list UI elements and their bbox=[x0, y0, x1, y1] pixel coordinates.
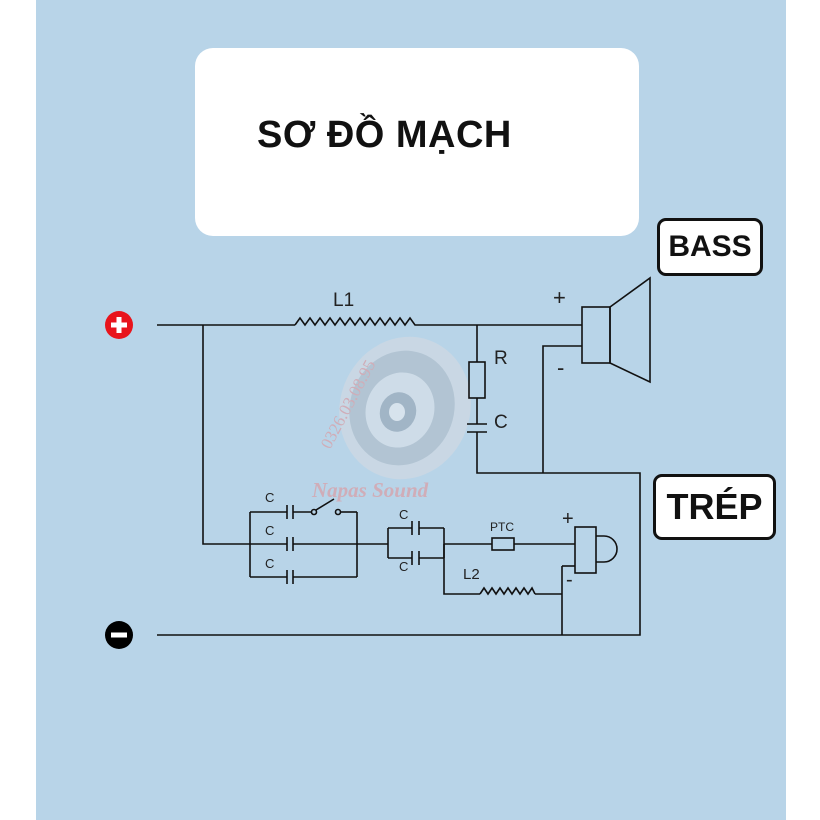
label-c4: C bbox=[399, 507, 408, 522]
capacitor-bass bbox=[467, 423, 487, 433]
bass-minus-label: - bbox=[557, 355, 564, 380]
label-ptc: PTC bbox=[490, 520, 514, 534]
inductor-l1 bbox=[294, 316, 418, 327]
label-l2: L2 bbox=[463, 566, 480, 583]
resistor-r bbox=[468, 361, 486, 399]
watermark: 0326.03.08.95 Napas Sound bbox=[311, 336, 471, 502]
tweeter-minus-label: - bbox=[566, 569, 573, 591]
label-c2: C bbox=[265, 523, 274, 538]
inductor-l2 bbox=[479, 586, 536, 596]
bass-label: BASS bbox=[657, 218, 763, 276]
speaker-logo-icon bbox=[339, 336, 471, 480]
title-card: SƠ ĐỒ MẠCH bbox=[195, 48, 639, 236]
label-c1: C bbox=[265, 490, 274, 505]
ptc-fuse bbox=[491, 537, 515, 551]
treble-label: TRÉP bbox=[653, 474, 776, 540]
label-c-bass: C bbox=[494, 412, 508, 433]
negative-terminal-icon bbox=[105, 621, 133, 649]
page-title: SƠ ĐỒ MẠCH bbox=[257, 114, 512, 156]
wiring bbox=[157, 324, 641, 636]
bass-plus-label: + bbox=[553, 285, 566, 310]
capacitor-bank bbox=[249, 498, 358, 584]
positive-terminal-icon bbox=[105, 311, 133, 339]
capacitor-pair bbox=[387, 521, 445, 565]
label-l1: L1 bbox=[333, 290, 354, 311]
label-r: R bbox=[494, 348, 508, 369]
watermark-brand: Napas Sound bbox=[311, 478, 429, 502]
label-c3: C bbox=[265, 556, 274, 571]
label-c5: C bbox=[399, 559, 408, 574]
tweeter-plus-label: + bbox=[562, 508, 574, 530]
tweeter-icon bbox=[574, 526, 618, 574]
bass-speaker-icon bbox=[581, 276, 651, 384]
